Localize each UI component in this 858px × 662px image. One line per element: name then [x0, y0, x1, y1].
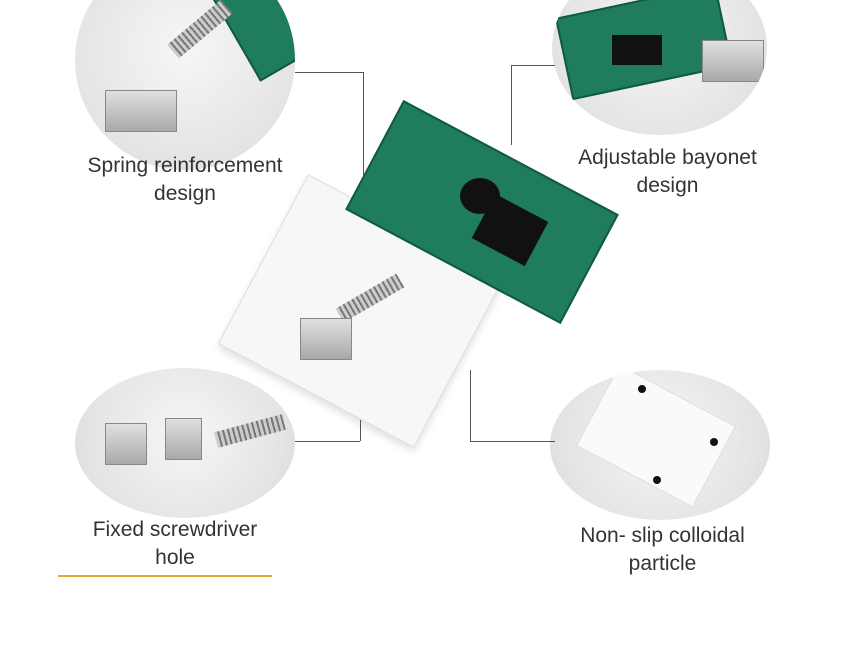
chip-round — [460, 178, 500, 214]
connector-line — [470, 441, 555, 442]
detail-screwdriver-image — [75, 368, 295, 518]
label-line: Fixed screwdriver — [92, 518, 258, 541]
feature-label-bayonet: Adjustable bayonet design — [545, 144, 790, 200]
label-line: Spring reinforcement — [87, 154, 283, 177]
connector-line — [511, 65, 512, 145]
connector-line — [363, 72, 364, 177]
feature-label-screwdriver: Fixed screwdriver hole — [55, 516, 295, 572]
detail-bayonet-image — [552, 0, 767, 135]
connector-line — [511, 65, 555, 66]
connector-line — [360, 420, 361, 441]
connector-line — [470, 370, 471, 441]
clamp-block — [300, 318, 352, 360]
feature-label-particle: Non- slip colloidal particle — [545, 522, 780, 578]
label-line: Adjustable bayonet — [578, 146, 757, 169]
label-line: design — [636, 174, 699, 197]
label-line: particle — [628, 552, 697, 575]
feature-label-spring: Spring reinforcement design — [55, 152, 315, 208]
connector-line — [295, 441, 360, 442]
connector-line — [295, 72, 363, 73]
detail-spring-image — [75, 0, 295, 170]
accent-underline — [58, 575, 272, 577]
label-line: design — [154, 182, 216, 205]
label-line: Non- slip colloidal — [580, 524, 745, 547]
detail-particle-image — [550, 370, 770, 520]
label-line: hole — [155, 546, 195, 569]
